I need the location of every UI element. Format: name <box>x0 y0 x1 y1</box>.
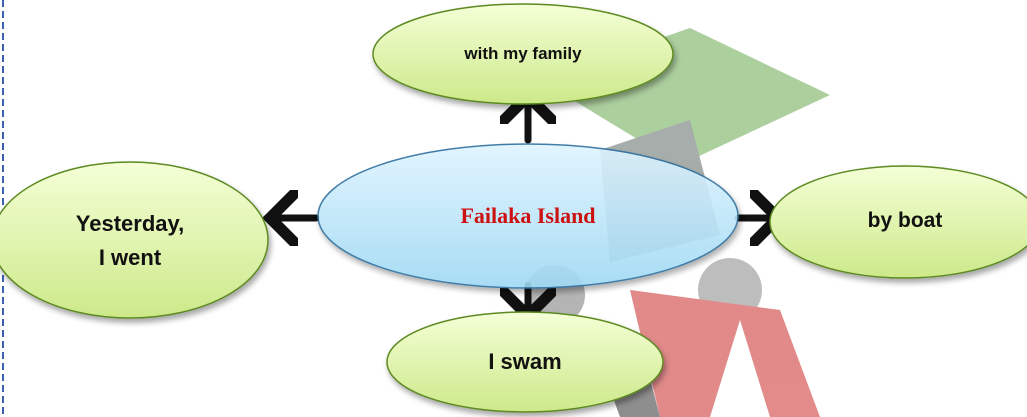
node-top-text: with my family <box>464 44 582 63</box>
node-bottom-shape <box>386 311 664 413</box>
center-node-shape <box>317 143 739 289</box>
node-top-label: with my family <box>373 30 673 78</box>
node-bottom-text: I swam <box>488 349 562 374</box>
node-left-shape <box>0 161 269 319</box>
watermark-figure-red-icon <box>630 290 820 417</box>
node-bottom-label: I swam <box>387 338 663 386</box>
node-left-label: Yesterday, I went <box>0 200 260 282</box>
node-left-line-2: I went <box>98 245 162 270</box>
node-left-line-1: Yesterday, <box>75 211 185 236</box>
node-top-shape <box>372 3 674 105</box>
node-right-label: by boat <box>770 196 1027 246</box>
node-right-text: by boat <box>867 209 943 232</box>
node-right-shape <box>769 165 1027 279</box>
center-node-label: Failaka Island <box>318 180 738 252</box>
center-node-text: Failaka Island <box>460 203 596 228</box>
